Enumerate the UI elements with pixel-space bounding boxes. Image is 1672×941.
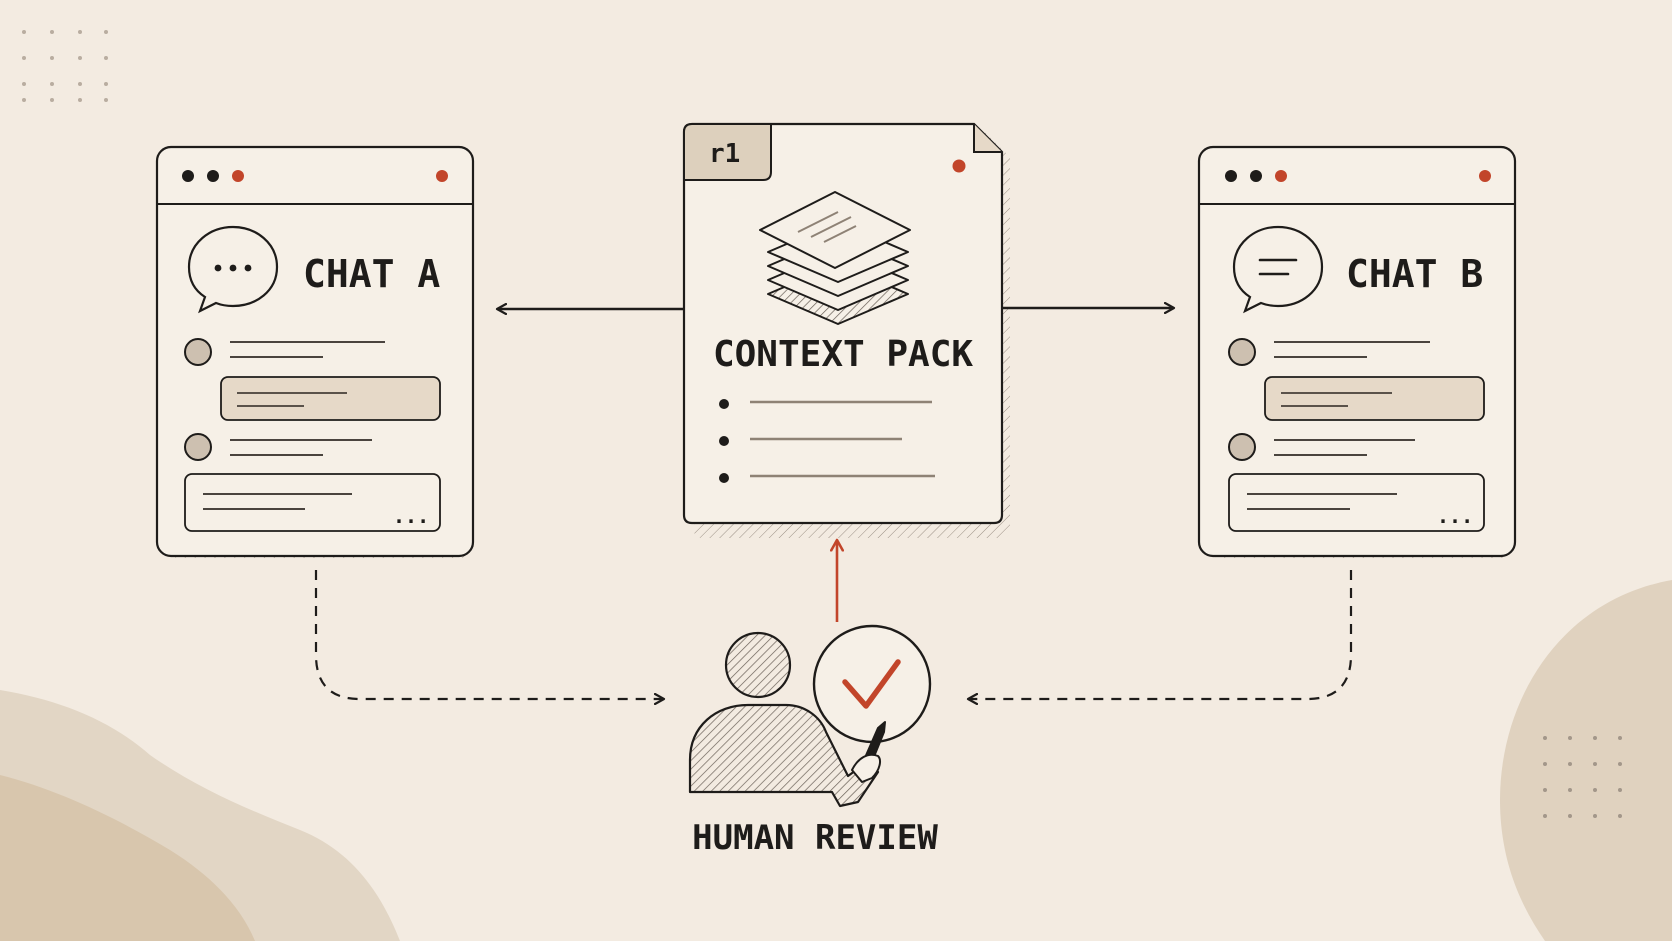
window-dot-icon (1250, 170, 1262, 182)
speech-bubble-dots-icon (187, 225, 279, 314)
window-dot-icon (1225, 170, 1237, 182)
revision-tab-label: r1 (709, 139, 740, 169)
avatar (184, 433, 212, 461)
avatar (184, 338, 212, 366)
status-dot-icon (952, 159, 966, 173)
dot-grid-top-left (22, 30, 108, 102)
status-dot-icon (1479, 170, 1491, 182)
context-pack-title: CONTEXT PACK (713, 334, 973, 375)
paper-texture-bottom-left-dark (0, 775, 255, 941)
chat-b-window: CHAT B ... (1197, 145, 1517, 558)
stacked-pages-icon (759, 191, 911, 325)
avatar (1228, 433, 1256, 461)
speech-bubble-lines-icon (1232, 225, 1324, 314)
chat-a-title: CHAT A (303, 252, 440, 296)
message-bubble-highlighted (1264, 376, 1485, 421)
context-pack-document: r1 CONTEXT PACK (682, 122, 1010, 538)
bullet-icon (719, 473, 729, 483)
bullet-icon (719, 436, 729, 446)
avatar (1228, 338, 1256, 366)
pen-icon (851, 721, 886, 783)
message-input-box (1228, 473, 1485, 532)
revision-tab (683, 123, 772, 181)
chat-a-overflow: ... (393, 504, 429, 528)
dot-grid-bottom-right (1543, 736, 1622, 818)
dashed-arrow-chat-a-to-review (314, 570, 664, 699)
status-dot-icon (436, 170, 448, 182)
window-dot-icon (182, 170, 194, 182)
message-input-box (184, 473, 441, 532)
human-review-label: HUMAN REVIEW (692, 818, 938, 858)
window-dot-icon (207, 170, 219, 182)
chat-a-window: CHAT A ... (155, 145, 475, 558)
window-dot-icon (1275, 170, 1287, 182)
chat-b-overflow: ... (1437, 504, 1473, 528)
paper-blob-bottom-right (1500, 580, 1672, 941)
checkmark-icon (812, 624, 932, 744)
window-dot-icon (232, 170, 244, 182)
bullet-icon (719, 399, 729, 409)
human-review-illustration: HUMAN REVIEW (688, 624, 938, 858)
message-bubble-highlighted (220, 376, 441, 421)
person-icon (688, 631, 880, 808)
chat-b-title: CHAT B (1346, 252, 1483, 296)
dashed-arrow-chat-b-to-review (968, 570, 1353, 699)
